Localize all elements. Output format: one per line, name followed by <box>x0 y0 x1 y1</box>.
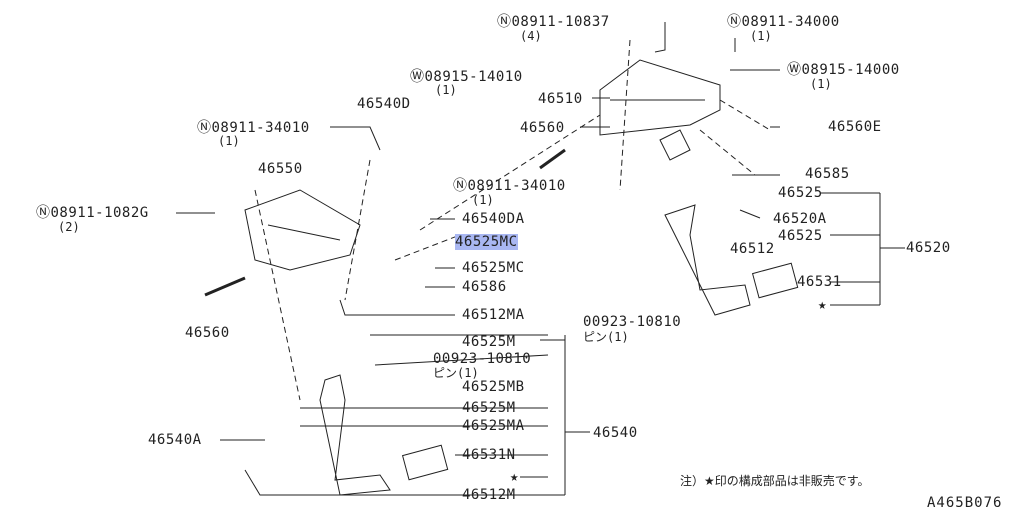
part-label: 46531 <box>797 274 842 290</box>
part-label: 46540DA <box>462 211 525 227</box>
part-label: Ⓦ08915-14000 <box>787 62 900 78</box>
diagram-code: A465B076 <box>927 495 1003 511</box>
brake-pedal <box>664 204 751 316</box>
part-label: Ⓝ08911-34010 <box>453 178 566 194</box>
part-label: Ⓝ08911-1082G <box>36 205 149 221</box>
part-qty: (1) <box>435 83 457 97</box>
pedal-pad-46531n <box>401 444 449 481</box>
part-label: 46510 <box>538 91 583 107</box>
part-label: Ⓝ08911-34000 <box>727 14 840 30</box>
part-label: 46560 <box>520 120 565 136</box>
part-label: 46525MB <box>462 379 525 395</box>
part-label: 46520 <box>906 240 951 256</box>
part-qty: (2) <box>58 220 80 234</box>
part-label: 46550 <box>258 161 303 177</box>
part-label: 46560 <box>185 325 230 341</box>
part-label: 46525MA <box>462 418 525 434</box>
pedal-pad-46531 <box>751 262 799 299</box>
part-label: 46585 <box>805 166 850 182</box>
part-label: 46540D <box>357 96 411 112</box>
part-label: 46525M <box>462 334 516 350</box>
part-qty: (4) <box>520 29 542 43</box>
part-qty: (1) <box>750 29 772 43</box>
part-label: 46525 <box>778 185 823 201</box>
part-label: 46512MA <box>462 307 525 323</box>
part-label: 46512M <box>462 487 516 503</box>
part-qty: (1) <box>472 193 494 207</box>
part-label: 00923-10810 <box>433 351 532 367</box>
part-label: 46525 <box>778 228 823 244</box>
bracket-46550 <box>244 189 361 271</box>
star-mark: ★ <box>510 469 519 485</box>
part-qty: ピン(1) <box>433 366 479 380</box>
part-label: Ⓝ08911-34010 <box>197 120 310 136</box>
part-label: 46540 <box>593 425 638 441</box>
star-mark: ★ <box>818 297 827 313</box>
part-label: Ⓦ08915-14010 <box>410 69 523 85</box>
bracket-46510 <box>599 59 721 136</box>
part-label: Ⓝ08911-10837 <box>497 14 610 30</box>
part-label: 46520A <box>773 211 827 227</box>
part-label: 46586 <box>462 279 507 295</box>
part-label: 00923-10810 <box>583 314 682 330</box>
highlight: 46525MC <box>455 234 518 250</box>
clutch-pedal <box>319 374 391 496</box>
part-label: 46560E <box>828 119 882 135</box>
part-label: 46525MC <box>462 260 525 276</box>
footnote: 注）★印の構成部品は非販売です。 <box>680 474 870 488</box>
part-qty: (1) <box>218 134 240 148</box>
part-label: 46540A <box>148 432 202 448</box>
part-qty: (1) <box>810 77 832 91</box>
part-label: 46531N <box>462 447 516 463</box>
part-label-highlighted: 46525MC <box>455 234 518 250</box>
part-label: 46525M <box>462 400 516 416</box>
part-label: 46512 <box>730 241 775 257</box>
part-qty: ピン(1) <box>583 330 629 344</box>
